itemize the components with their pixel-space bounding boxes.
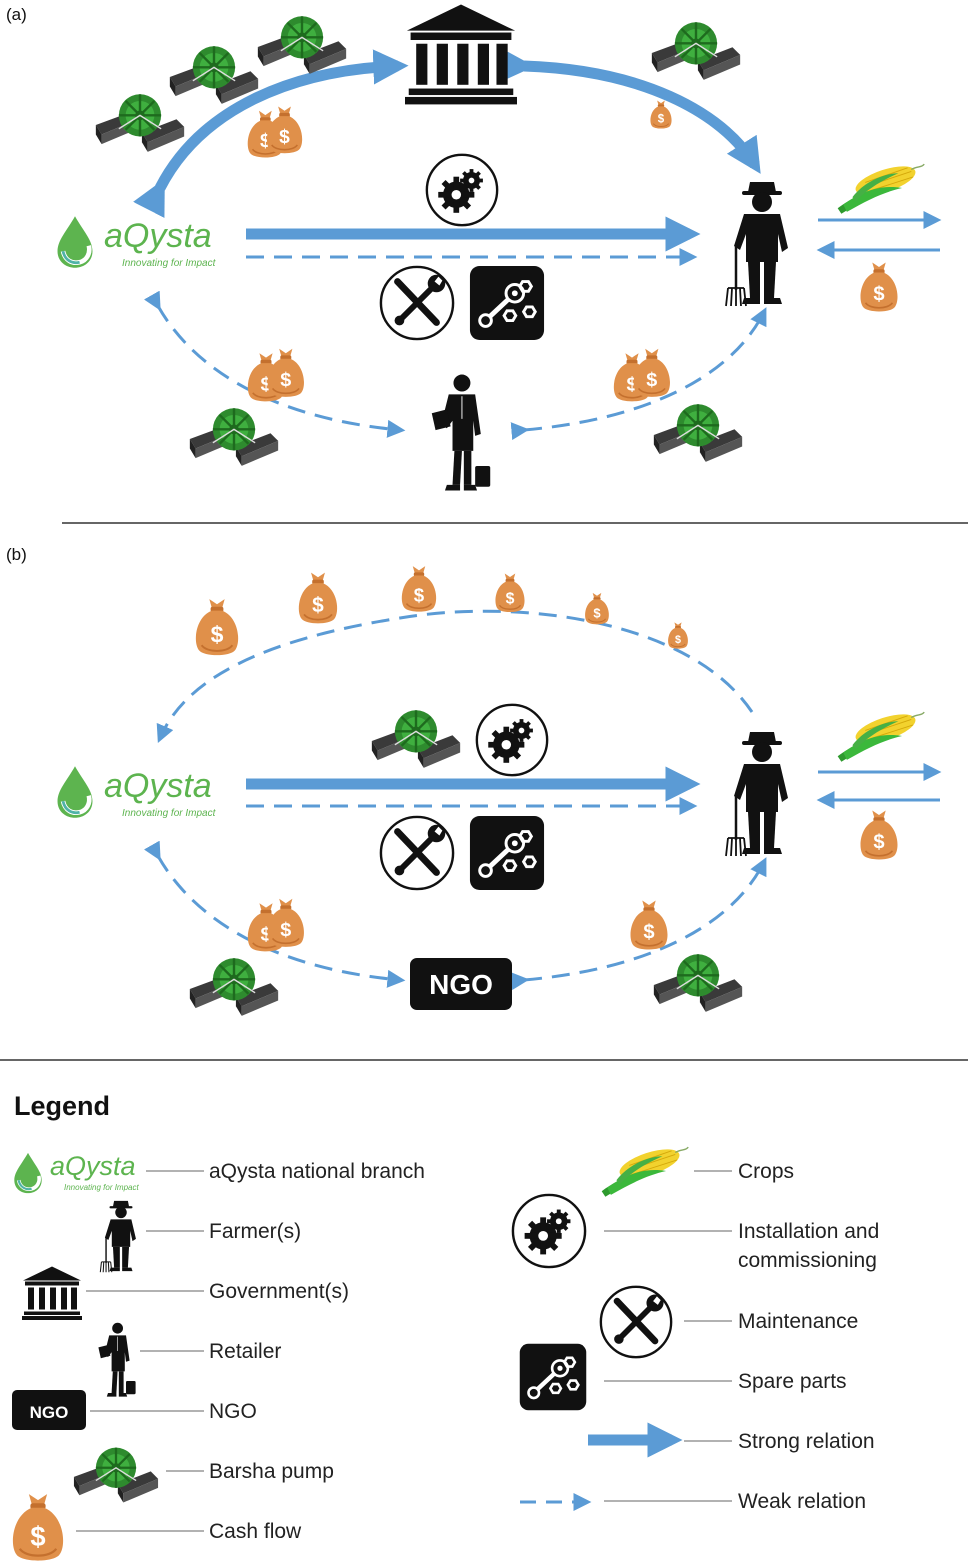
aqysta-logo: aQysta Innovating for Impact — [58, 216, 217, 269]
legend-label-weak-relation: Weak relation — [738, 1490, 866, 1513]
aqysta-drop-icon — [12, 1150, 44, 1196]
barsha-pump-icon — [188, 407, 280, 468]
barsha-pump-icon — [652, 403, 744, 464]
wrench-screwdriver-icon — [601, 1287, 671, 1357]
money-bag-icon — [859, 809, 899, 861]
aqysta-drop-icon — [58, 766, 93, 818]
barsha-pump-icon — [168, 45, 260, 106]
legend-label-crops: Crops — [738, 1160, 794, 1183]
legend-label-spare-parts: Spare parts — [738, 1370, 847, 1393]
corn-icon — [836, 160, 925, 215]
spare-parts-icon — [470, 816, 544, 890]
money-bag-icon — [297, 571, 339, 625]
retailer-icon — [98, 1322, 136, 1397]
legend-ngo-badge: NGO — [12, 1390, 86, 1430]
legend-label-farmer: Farmer(s) — [209, 1220, 301, 1243]
money-bag-icon — [11, 1492, 65, 1562]
aqysta-retailer-weak-arrow — [143, 290, 406, 438]
logo-tagline: Innovating for Impact — [64, 1183, 139, 1192]
barsha-pump-icon — [650, 21, 742, 82]
legend-label-installation-line: Installation and — [738, 1220, 879, 1243]
farmer-icon — [99, 1200, 137, 1273]
government-icon — [405, 4, 517, 105]
spare-parts-icon — [470, 266, 544, 340]
ngo-farmer-weak-arrow — [510, 857, 767, 991]
money-bag-icon — [248, 899, 304, 952]
retailer-farmer-weak-arrow — [510, 307, 767, 441]
legend-label-strong-relation: Strong relation — [738, 1430, 875, 1453]
barsha-pump-icon — [94, 93, 186, 154]
barsha-pump-icon — [72, 1446, 160, 1504]
money-bag-icon — [248, 107, 302, 158]
money-bag-icon — [859, 261, 899, 313]
ngo-badge-text: NGO — [429, 969, 493, 1000]
corn-icon — [836, 708, 925, 763]
legend-label-maintenance: Maintenance — [738, 1310, 858, 1333]
wrench-screwdriver-icon — [381, 267, 453, 339]
logo-tagline: Innovating for Impact — [122, 258, 217, 269]
legend-left-leaders — [76, 1170, 204, 1532]
legend-label-barsha-pump: Barsha pump — [209, 1460, 334, 1483]
legend-aqysta-logo: aQysta Innovating for Impact — [12, 1150, 139, 1196]
money-bag-icon — [667, 621, 689, 650]
money-bag-icon — [614, 349, 670, 402]
panel-a-label: (a) — [6, 5, 27, 24]
panel-b-label: (b) — [6, 545, 27, 564]
legend-label-installation: Installation and commissioning — [738, 1220, 879, 1272]
aqysta-logo: aQysta Innovating for Impact — [58, 766, 217, 819]
aqysta-drop-icon — [58, 216, 93, 268]
logo-name: aQysta — [50, 1151, 136, 1181]
aqysta-ngo-weak-arrow — [143, 840, 406, 988]
money-bag-icon — [248, 349, 304, 402]
legend-title: Legend — [14, 1091, 110, 1121]
wrench-screwdriver-icon — [381, 817, 453, 889]
farmer-aqysta-cash-weak-arrow — [156, 609, 754, 743]
farmer-icon — [724, 180, 790, 308]
legend-label-cash-flow: Cash flow — [209, 1520, 302, 1543]
government-icon — [22, 1266, 82, 1320]
legend-label-installation-line: commissioning — [738, 1249, 877, 1272]
ngo-badge-text: NGO — [30, 1403, 69, 1422]
money-bag-icon — [649, 100, 673, 130]
ngo-badge: NGO — [410, 958, 512, 1010]
government-farmer-strong-arrow — [498, 47, 761, 174]
gear-icon — [425, 153, 499, 227]
gear-icon — [511, 1193, 587, 1269]
legend-labels: aQysta national branch Farmer(s) Governm… — [209, 1160, 879, 1543]
money-bag-icon — [194, 598, 240, 657]
barsha-pump-icon — [188, 957, 280, 1018]
barsha-pump-icon — [370, 709, 462, 770]
money-bag-icon — [584, 592, 610, 625]
retailer-icon — [431, 374, 491, 491]
money-bag-icon — [629, 899, 669, 951]
spare-parts-icon — [520, 1344, 587, 1411]
gear-icon — [475, 703, 549, 777]
legend-label-government: Government(s) — [209, 1280, 349, 1303]
logo-name: aQysta — [104, 217, 212, 255]
logo-tagline: Innovating for Impact — [122, 808, 217, 819]
legend-label-aqysta: aQysta national branch — [209, 1160, 425, 1183]
farmer-icon — [724, 730, 790, 858]
logo-name: aQysta — [104, 767, 212, 805]
legend-right-leaders — [604, 1170, 732, 1502]
aqysta-government-strong-arrow — [133, 49, 409, 218]
corn-icon — [600, 1142, 689, 1198]
legend-label-retailer: Retailer — [209, 1340, 281, 1363]
barsha-pump-icon — [256, 15, 348, 76]
barsha-pump-icon — [652, 953, 744, 1014]
legend-label-ngo: NGO — [209, 1400, 257, 1423]
money-bag-icon — [494, 572, 526, 613]
money-bag-icon — [401, 565, 437, 613]
panel-a-arrows — [133, 47, 942, 441]
panel-b-arrows — [143, 609, 942, 991]
